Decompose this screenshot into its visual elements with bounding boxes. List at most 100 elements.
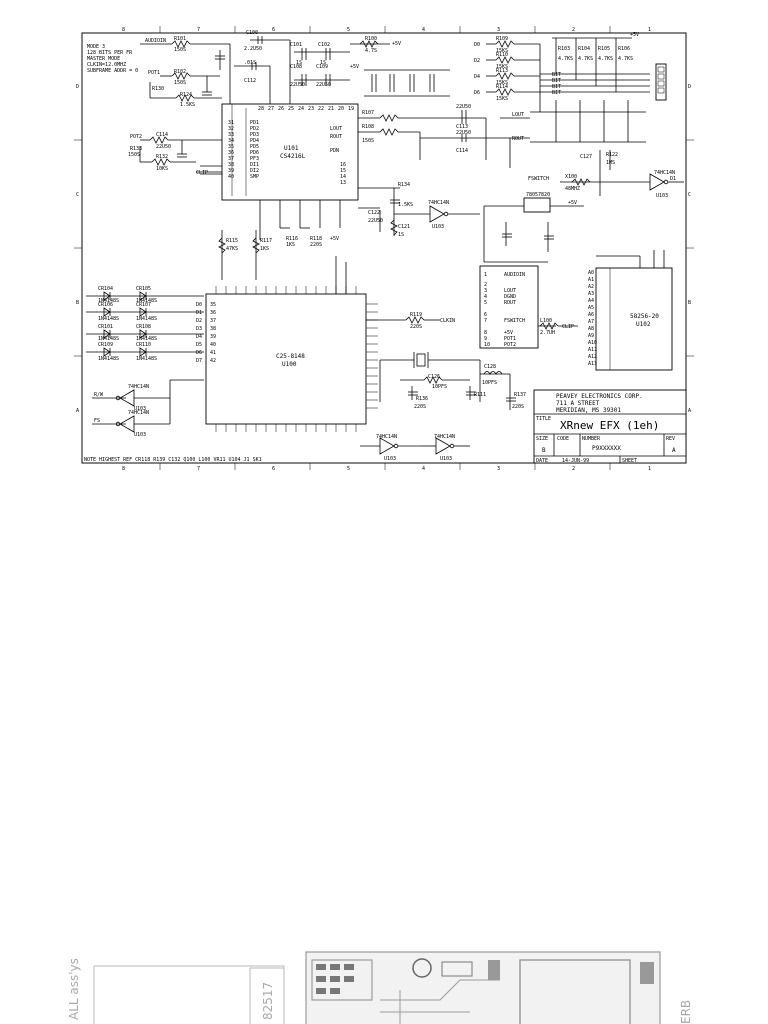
frame-column-labels: 8 7 6 5 4 3 2 1 8 7 6 5 4 3 2 1 <box>122 27 651 472</box>
svg-text:C127: C127 <box>580 154 592 160</box>
svg-text:R104: R104 <box>578 46 590 52</box>
svg-text:1N4148S: 1N4148S <box>136 356 157 362</box>
svg-text:47KS: 47KS <box>226 246 238 252</box>
svg-text:C: C <box>688 192 691 198</box>
svg-text:POT2: POT2 <box>504 342 516 348</box>
svg-text:22U50: 22U50 <box>156 144 171 150</box>
svg-text:LOUT: LOUT <box>330 126 342 132</box>
svg-text:R103: R103 <box>558 46 570 52</box>
svg-text:D4: D4 <box>474 74 480 80</box>
svg-text:DATE: DATE <box>536 458 548 464</box>
svg-text:20: 20 <box>338 106 344 112</box>
ic-u100-ref: U100 <box>282 361 297 368</box>
svg-text:D2: D2 <box>474 58 480 64</box>
svg-text:ROUT: ROUT <box>504 300 516 306</box>
svg-text:D6: D6 <box>196 350 202 356</box>
svg-text:R124: R124 <box>180 92 192 98</box>
svg-text:DI2: DI2 <box>250 168 259 174</box>
svg-text:1S: 1S <box>296 60 302 66</box>
mode-notes: MODE 3 128 BITS PER FR MASTER MODE CLKIN… <box>87 44 138 74</box>
svg-text:3: 3 <box>497 27 500 33</box>
svg-text:R136: R136 <box>416 396 428 402</box>
svg-text:40: 40 <box>228 174 234 180</box>
svg-text:7: 7 <box>197 27 200 33</box>
svg-text:+5V: +5V <box>392 41 401 47</box>
svg-text:24: 24 <box>298 106 304 112</box>
svg-text:1MS: 1MS <box>606 160 615 166</box>
svg-text:C128: C128 <box>484 364 496 370</box>
svg-text:R109: R109 <box>496 36 508 42</box>
svg-text:CR105: CR105 <box>136 286 151 292</box>
svg-text:U103: U103 <box>134 406 146 412</box>
svg-text:4.7KS: 4.7KS <box>558 56 573 62</box>
svg-text:U103: U103 <box>656 193 668 199</box>
svg-text:CR106: CR106 <box>98 302 113 308</box>
svg-text:FS: FS <box>94 418 100 424</box>
svg-text:10KS: 10KS <box>156 166 168 172</box>
svg-text:1N4148S: 1N4148S <box>98 356 119 362</box>
svg-text:A8: A8 <box>588 326 594 332</box>
svg-text:ALL ass'ys: ALL ass'ys <box>67 958 81 1020</box>
svg-text:SHEET: SHEET <box>622 458 637 464</box>
svg-text:150S: 150S <box>174 47 186 53</box>
svg-text:4: 4 <box>422 27 425 33</box>
svg-text:PEAVEY ELECTRONICS CORP.: PEAVEY ELECTRONICS CORP. <box>556 393 643 400</box>
svg-text:CR104: CR104 <box>98 286 113 292</box>
svg-text:C114: C114 <box>456 148 468 154</box>
svg-text:7: 7 <box>197 466 200 472</box>
svg-text:U103: U103 <box>440 456 452 462</box>
svg-text:CR107: CR107 <box>136 302 151 308</box>
svg-text:D0: D0 <box>196 302 202 308</box>
svg-text:C102: C102 <box>318 42 330 48</box>
svg-text:A1: A1 <box>588 277 594 283</box>
svg-text:1N4148S: 1N4148S <box>136 336 157 342</box>
svg-text:1N4148S: 1N4148S <box>136 298 157 304</box>
svg-text:5: 5 <box>347 466 350 472</box>
svg-text:1KS: 1KS <box>260 246 269 252</box>
ic-u100-part: C25-8148 <box>276 353 305 360</box>
svg-text:L100: L100 <box>540 318 552 324</box>
audio-input-network <box>140 36 291 104</box>
svg-text:35: 35 <box>228 144 234 150</box>
ic-u101-ref: U101 <box>284 145 299 152</box>
svg-text:3: 3 <box>497 466 500 472</box>
svg-text:74HC14N: 74HC14N <box>428 200 449 206</box>
svg-text:+5V: +5V <box>568 200 577 206</box>
svg-text:R105: R105 <box>598 46 610 52</box>
svg-text:+5V: +5V <box>630 32 639 38</box>
svg-text:36: 36 <box>210 310 216 316</box>
svg-text:PD1: PD1 <box>250 120 259 126</box>
svg-text:220S: 220S <box>414 404 426 410</box>
svg-text:22U50: 22U50 <box>456 104 471 110</box>
svg-text:A0: A0 <box>588 270 594 276</box>
svg-text:PD5: PD5 <box>250 144 259 150</box>
svg-text:C: C <box>76 192 79 198</box>
svg-text:X100: X100 <box>565 174 577 180</box>
svg-text:150S: 150S <box>362 138 374 144</box>
svg-text:R113: R113 <box>496 68 508 74</box>
svg-text:6: 6 <box>272 466 275 472</box>
svg-text:39: 39 <box>228 168 234 174</box>
svg-text:BIT: BIT <box>552 84 561 90</box>
svg-text:A11: A11 <box>588 347 597 353</box>
svg-text:R101: R101 <box>174 36 186 42</box>
svg-text:C126: C126 <box>428 374 440 380</box>
diode-array: CR104 CR105 CR106 CR107 CR101 CR108 CR10… <box>86 286 204 362</box>
svg-text:2: 2 <box>572 466 575 472</box>
svg-text:1N4148S: 1N4148S <box>136 316 157 322</box>
svg-text:BIT: BIT <box>552 90 561 96</box>
svg-text:CR110: CR110 <box>136 342 151 348</box>
svg-text:REV: REV <box>666 436 675 442</box>
svg-text:5: 5 <box>484 300 487 306</box>
connector-pin-labels: AUDIOIN LOUT DGND ROUT FSWITCH +5V POT1 … <box>484 272 525 348</box>
ic-u102 <box>595 267 673 371</box>
svg-text:D5: D5 <box>196 342 202 348</box>
svg-text:R107: R107 <box>362 110 374 116</box>
rw-fs-inverters <box>92 379 204 433</box>
svg-text:CLIP: CLIP <box>562 324 574 330</box>
svg-text:128 BITS PER FR: 128 BITS PER FR <box>87 50 133 56</box>
svg-text:+5V: +5V <box>350 64 359 70</box>
svg-text:15KS: 15KS <box>496 64 508 70</box>
output-network <box>358 100 646 168</box>
